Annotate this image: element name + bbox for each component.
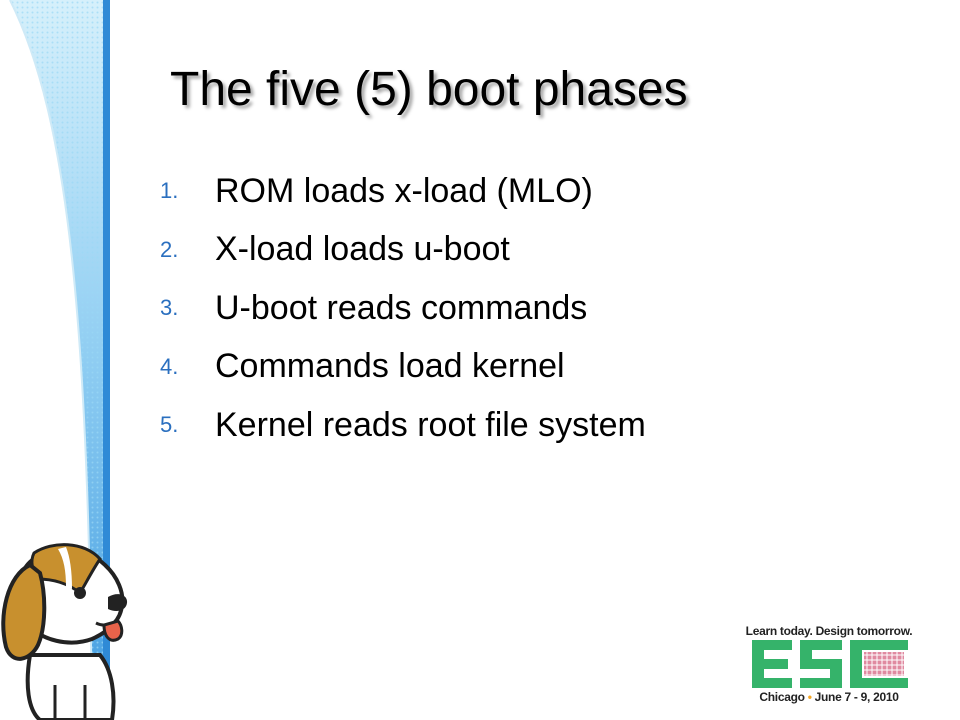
logo-bullet: • <box>807 690 812 704</box>
list-number: 2. <box>160 236 179 262</box>
list-item: 3. U-boot reads commands <box>160 279 646 338</box>
list-item: 4. Commands load kernel <box>160 338 646 397</box>
list-item: 2. X-load loads u-boot <box>160 221 646 280</box>
list-text: U-boot reads commands <box>215 288 588 327</box>
list-text: Commands load kernel <box>215 347 565 386</box>
logo-dates: June 7 - 9, 2010 <box>814 690 899 704</box>
slide-title: The five (5) boot phases <box>170 63 688 116</box>
esc-logo: Learn today. Design tomorrow. Chicago • … <box>744 624 914 708</box>
beagle-dog-icon <box>1 543 128 720</box>
list-number: 5. <box>160 412 179 438</box>
list-text: Kernel reads root file system <box>215 405 646 444</box>
list-number: 1. <box>160 178 179 204</box>
sidebar-decoration <box>0 0 110 720</box>
list-text: X-load loads u-boot <box>215 230 510 269</box>
logo-event-line: Chicago • June 7 - 9, 2010 <box>744 690 914 704</box>
logo-city: Chicago <box>759 690 805 704</box>
list-item: 5. Kernel reads root file system <box>160 396 646 455</box>
list-number: 4. <box>160 353 179 379</box>
list-number: 3. <box>160 295 179 321</box>
boot-phase-list: 1. ROM loads x-load (MLO) 2. X-load load… <box>160 162 646 455</box>
esc-logo-icon <box>752 640 908 688</box>
list-text: ROM loads x-load (MLO) <box>215 171 593 210</box>
list-item: 1. ROM loads x-load (MLO) <box>160 162 646 221</box>
logo-tagline: Learn today. Design tomorrow. <box>745 624 913 638</box>
